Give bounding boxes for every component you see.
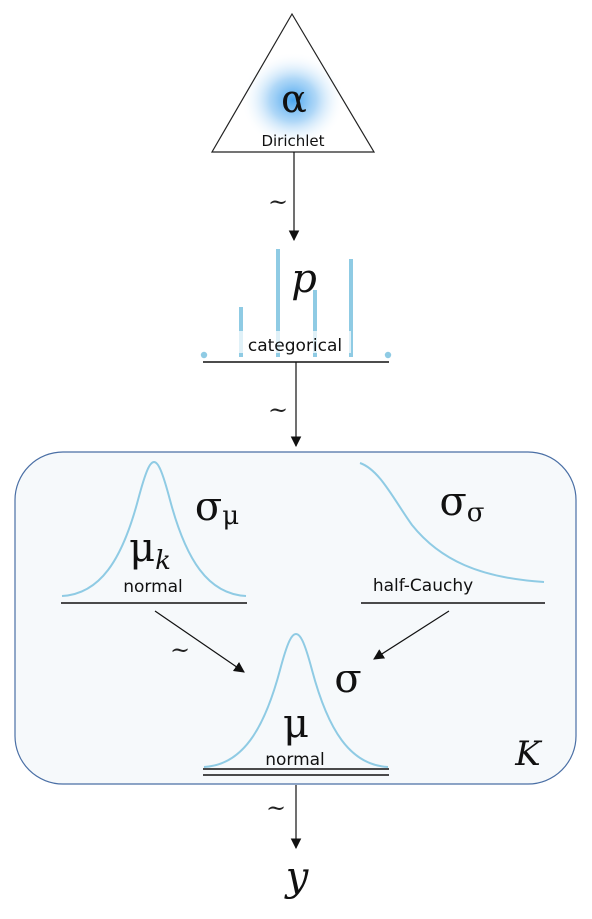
sigma-sigma-distribution-label: half-Cauchy bbox=[373, 576, 473, 596]
plate-k bbox=[14, 451, 577, 785]
mu-k-param-symbol: σμ bbox=[195, 484, 239, 531]
sigma-sigma-node: σσ half-Cauchy bbox=[359, 462, 545, 604]
edge-mu-to-y: ~ bbox=[266, 785, 302, 850]
dirichlet-triangle-icon bbox=[210, 12, 376, 153]
mu-param-symbol: σ bbox=[334, 656, 361, 702]
normal-curve-icon bbox=[61, 460, 247, 597]
alpha-symbol: α bbox=[281, 77, 307, 121]
p-distribution-label: categorical bbox=[248, 336, 342, 356]
edge-mu-k-to-mu: ~ bbox=[154, 610, 245, 673]
mu-k-symbol: μk bbox=[129, 525, 171, 576]
half-cauchy-curve-icon bbox=[359, 462, 545, 583]
mu-distribution-label: normal bbox=[265, 750, 325, 770]
dirichlet-glow bbox=[241, 52, 345, 148]
plate-label: K bbox=[514, 734, 543, 774]
edge-tilde: ~ bbox=[268, 396, 288, 424]
mu-symbol: μ bbox=[283, 701, 309, 747]
edge-sigma-sigma-to-sigma bbox=[373, 610, 450, 660]
p-node: p categorical bbox=[200, 249, 392, 363]
mu-k-distribution-label: normal bbox=[123, 577, 183, 597]
edge-tilde: ~ bbox=[268, 188, 288, 216]
edge-p-to-plate: ~ bbox=[268, 362, 302, 448]
mu-node: μ normal σ bbox=[203, 632, 389, 776]
categorical-dot-right bbox=[384, 351, 392, 359]
normal-curve-icon bbox=[203, 632, 389, 768]
mu-k-node: μk normal σμ bbox=[61, 460, 247, 604]
p-symbol: p bbox=[291, 256, 317, 302]
y-symbol: y bbox=[284, 854, 310, 900]
edge-tilde: ~ bbox=[266, 794, 286, 822]
sigma-sigma-symbol: σσ bbox=[439, 479, 484, 528]
edge-tilde: ~ bbox=[170, 636, 190, 664]
alpha-node: α Dirichlet bbox=[210, 12, 376, 153]
categorical-dot-left bbox=[200, 351, 208, 359]
edge-alpha-to-p: ~ bbox=[268, 152, 300, 242]
alpha-distribution-label: Dirichlet bbox=[261, 132, 324, 150]
